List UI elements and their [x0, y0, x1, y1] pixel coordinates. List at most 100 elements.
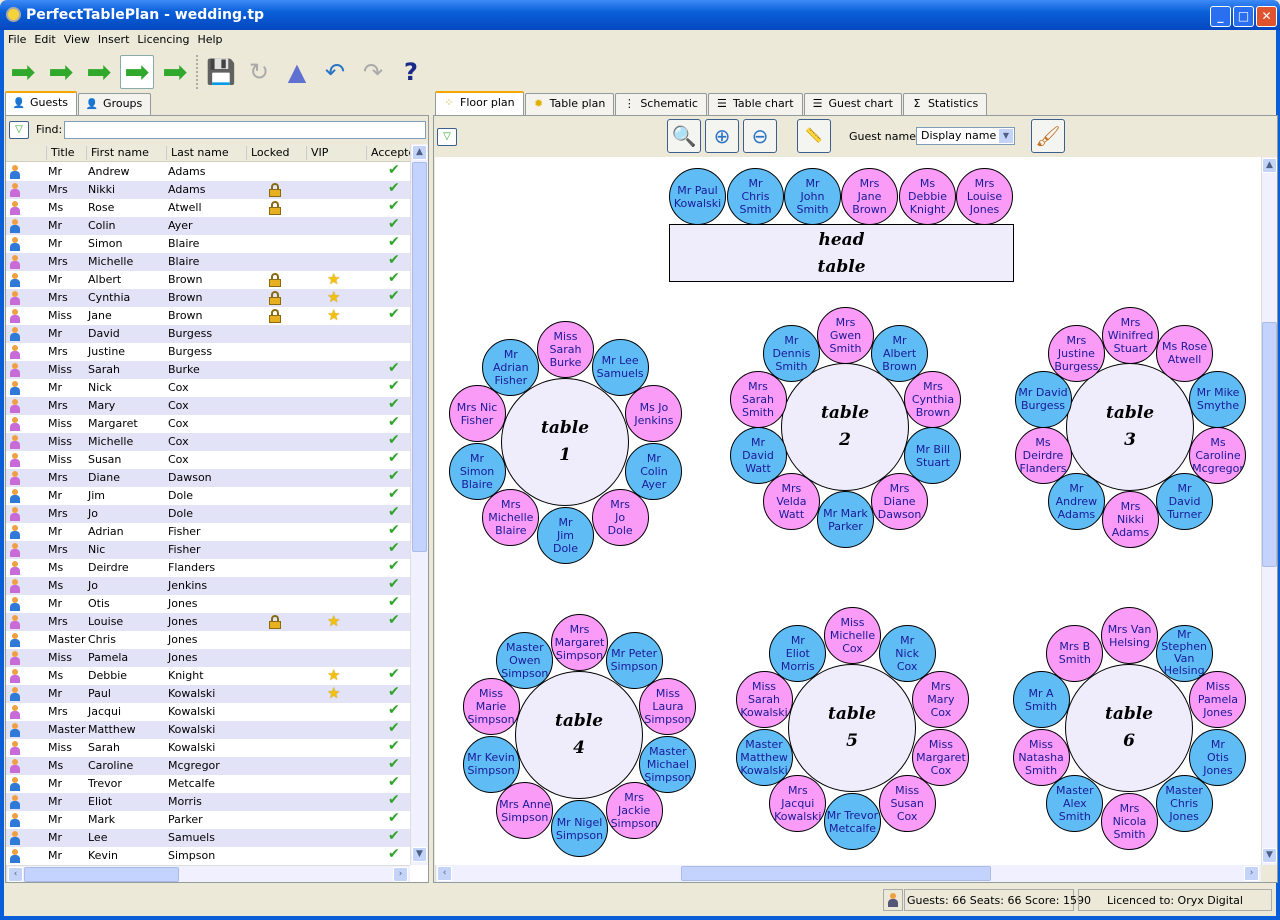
round-table-1[interactable]: table 1: [501, 378, 629, 506]
tab-table-chart[interactable]: ☰Table chart: [707, 93, 803, 115]
lock-icon[interactable]: [269, 273, 281, 287]
table-seat[interactable]: Master Owen Simpson: [496, 631, 554, 689]
check-icon[interactable]: ✔: [388, 306, 400, 322]
star-icon[interactable]: ★: [327, 270, 341, 288]
tab-schematic[interactable]: ⋮Schematic: [615, 93, 707, 115]
redo-button[interactable]: ↻: [242, 55, 276, 89]
table-seat[interactable]: Mr Kevin Simpson: [462, 735, 520, 793]
scroll-down-button[interactable]: ▼: [1262, 848, 1277, 863]
table-seat[interactable]: Mrs Nic Fisher: [448, 385, 506, 443]
tab-guests[interactable]: 👤Guests: [5, 91, 78, 115]
check-icon[interactable]: ✔: [388, 828, 400, 844]
check-icon[interactable]: ✔: [388, 378, 400, 394]
maximize-button[interactable]: □: [1233, 6, 1254, 27]
star-icon[interactable]: ★: [327, 288, 341, 306]
table-seat[interactable]: Mr Andrew Adams: [1047, 473, 1105, 531]
menu-licencing[interactable]: Licencing: [137, 33, 190, 46]
check-icon[interactable]: ✔: [388, 163, 400, 178]
scroll-right-button[interactable]: ›: [1244, 866, 1259, 881]
table-seat[interactable]: Mr David Turner: [1156, 473, 1214, 531]
head-table[interactable]: head table: [669, 224, 1014, 282]
find-input[interactable]: [64, 121, 426, 139]
head-table-seat[interactable]: Mr Paul Kowalski: [669, 168, 726, 225]
scroll-thumb[interactable]: [681, 866, 991, 881]
table-seat[interactable]: Mr Albert Brown: [871, 324, 929, 382]
table-seat[interactable]: Mr Peter Simpson: [605, 631, 663, 689]
print-button[interactable]: ➡: [158, 55, 192, 90]
assign-seats-button[interactable]: ➡: [120, 55, 154, 90]
table-seat[interactable]: Mrs Jackie Simpson: [605, 782, 663, 840]
table-seat[interactable]: Mr David Watt: [729, 427, 787, 485]
tab-floor-plan[interactable]: ⁘Floor plan: [435, 91, 524, 115]
table-seat[interactable]: Mr Mark Parker: [817, 491, 874, 548]
star-icon[interactable]: ★: [327, 306, 341, 324]
zoom-fit-button[interactable]: 🔍: [667, 119, 701, 153]
round-table-3[interactable]: table 3: [1066, 363, 1194, 491]
table-seat[interactable]: Mr Dennis Smith: [762, 324, 820, 382]
table-seat[interactable]: Mrs Winifred Stuart: [1102, 307, 1159, 364]
table-seat[interactable]: Mr Bill Stuart: [904, 427, 962, 485]
table-seat[interactable]: Mrs B Smith: [1046, 624, 1104, 682]
check-icon[interactable]: ✔: [388, 234, 400, 250]
table-seat[interactable]: Miss Natasha Smith: [1012, 728, 1070, 786]
table-seat[interactable]: Mrs Van Helsing: [1101, 607, 1158, 664]
star-icon[interactable]: ★: [327, 612, 341, 630]
column-header-vip[interactable]: VIP: [306, 146, 328, 160]
menu-insert[interactable]: Insert: [97, 33, 130, 46]
check-icon[interactable]: ✔: [388, 594, 400, 610]
head-table-seat[interactable]: Ms Debbie Knight: [899, 168, 956, 225]
scroll-up-button[interactable]: ▲: [412, 145, 427, 160]
table-seat[interactable]: Mrs Justine Burgess: [1047, 324, 1105, 382]
scroll-thumb[interactable]: [412, 162, 427, 552]
table-seat[interactable]: Mr Eliot Morris: [769, 624, 827, 682]
menu-edit[interactable]: Edit: [34, 33, 56, 46]
head-table-seat[interactable]: Mrs Jane Brown: [841, 168, 898, 225]
check-icon[interactable]: ✔: [388, 522, 400, 538]
table-seat[interactable]: Mrs Michelle Blaire: [482, 489, 540, 547]
redo-grey-button[interactable]: ↷: [356, 55, 390, 89]
check-icon[interactable]: ✔: [388, 198, 400, 214]
lock-icon[interactable]: [269, 183, 281, 197]
table-seat[interactable]: Mrs Jo Dole: [591, 489, 649, 547]
undo-button[interactable]: ↶: [318, 55, 352, 89]
check-icon[interactable]: ✔: [388, 846, 400, 862]
tab-groups[interactable]: 👤Groups: [78, 93, 152, 115]
add-guests-button[interactable]: ➡: [6, 55, 40, 90]
table-seat[interactable]: Mrs Nicola Smith: [1101, 793, 1158, 850]
table-seat[interactable]: Mrs Diane Dawson: [871, 473, 929, 531]
check-icon[interactable]: ✔: [388, 756, 400, 772]
column-header-last-name[interactable]: Last name: [166, 146, 229, 160]
table-seat[interactable]: Miss Michelle Cox: [824, 607, 881, 664]
table-seat[interactable]: Miss Marie Simpson: [462, 678, 520, 736]
table-seat[interactable]: Miss Sarah Burke: [537, 321, 594, 378]
table-seat[interactable]: Master Chris Jones: [1155, 775, 1213, 833]
check-icon[interactable]: ✔: [388, 468, 400, 484]
table-seat[interactable]: Mr Adrian Fisher: [482, 338, 540, 396]
lock-icon[interactable]: [269, 201, 281, 215]
column-header-locked[interactable]: Locked: [246, 146, 289, 160]
table-seat[interactable]: Mrs Anne Simpson: [496, 782, 554, 840]
